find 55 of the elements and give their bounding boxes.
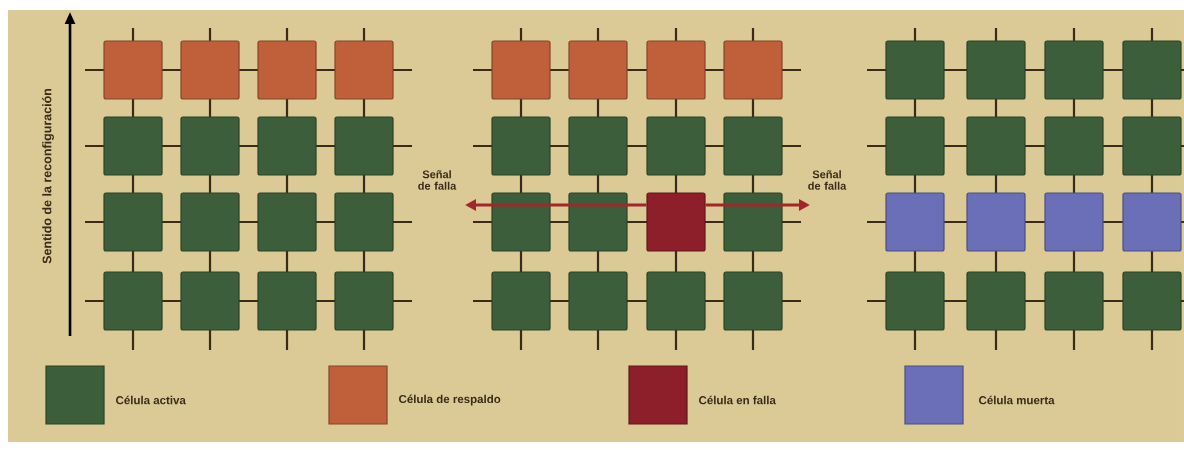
cell-square — [966, 40, 1026, 100]
cell-square — [257, 40, 317, 100]
cell-square — [646, 116, 706, 176]
cell-square — [257, 116, 317, 176]
cell-square — [966, 271, 1026, 331]
cell-square — [180, 116, 240, 176]
legend-label: Célula muerta — [979, 395, 1055, 405]
cell-square — [568, 192, 628, 252]
cell-square — [180, 40, 240, 100]
cell-square — [1122, 40, 1182, 100]
cell-square — [334, 40, 394, 100]
cell-square — [885, 271, 945, 331]
cell-square — [723, 40, 783, 100]
legend-label: Célula en falla — [699, 395, 776, 405]
cell-square — [1122, 271, 1182, 331]
cell-square — [257, 271, 317, 331]
cell-square — [103, 271, 163, 331]
cell-square — [491, 40, 551, 100]
cell-square — [723, 192, 783, 252]
edge-label: Señal de falla — [808, 170, 847, 190]
cell-square — [1122, 192, 1182, 252]
cell-square — [885, 192, 945, 252]
axis-label: Sentido de la reconfiguración — [42, 88, 54, 264]
cell-square — [1044, 192, 1104, 252]
cell-square — [1122, 116, 1182, 176]
legend-label: Célula activa — [116, 395, 186, 405]
cell-square — [180, 271, 240, 331]
cell-square — [180, 192, 240, 252]
cell-square — [334, 192, 394, 252]
cell-square — [491, 116, 551, 176]
cell-square — [646, 271, 706, 331]
cell-square — [723, 116, 783, 176]
cell-square — [1044, 116, 1104, 176]
legend-label: Célula de respaldo — [399, 394, 501, 406]
cell-square — [334, 116, 394, 176]
cell-square — [568, 116, 628, 176]
edge-label: Señal de falla — [418, 170, 457, 190]
cell-square — [966, 116, 1026, 176]
cell-square — [1044, 271, 1104, 331]
cell-square — [103, 40, 163, 100]
cell-square — [966, 192, 1026, 252]
cell-square — [568, 40, 628, 100]
cell-square — [1044, 40, 1104, 100]
cell-square — [885, 40, 945, 100]
cell-square — [885, 116, 945, 176]
cell-square — [103, 116, 163, 176]
cell-square — [491, 192, 551, 252]
cell-square — [257, 192, 317, 252]
cell-square — [646, 40, 706, 100]
cell-square — [723, 271, 783, 331]
cell-square — [103, 192, 163, 252]
cell-square — [646, 192, 706, 252]
cell-square — [491, 271, 551, 331]
cell-square — [568, 271, 628, 331]
cell-square — [334, 271, 394, 331]
